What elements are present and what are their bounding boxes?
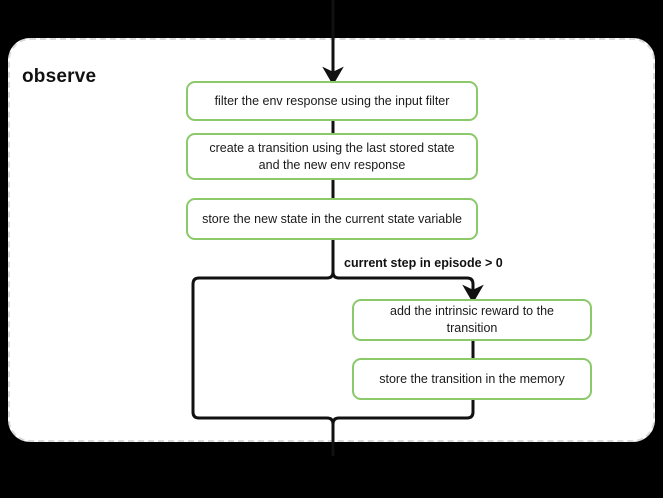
node-label: store the new state in the current state…	[202, 211, 462, 226]
node-store-new-state[interactable]: store the new state in the current state…	[186, 198, 478, 240]
branch-condition-label: current step in episode > 0	[344, 256, 503, 270]
group-title: observe	[22, 66, 97, 87]
node-label: store the transition in the memory	[379, 371, 565, 386]
node-store-transition-memory[interactable]: store the transition in the memory	[352, 358, 592, 400]
node-filter-env-response[interactable]: filter the env response using the input …	[186, 81, 478, 121]
node-add-intrinsic-reward[interactable]: add the intrinsic reward to the transiti…	[352, 299, 592, 341]
node-label: add the intrinsic reward to the transiti…	[390, 304, 554, 335]
node-label: create a transition using the last store…	[209, 140, 455, 172]
node-create-transition[interactable]: create a transition using the last store…	[186, 133, 478, 180]
node-label: filter the env response using the input …	[214, 93, 450, 108]
